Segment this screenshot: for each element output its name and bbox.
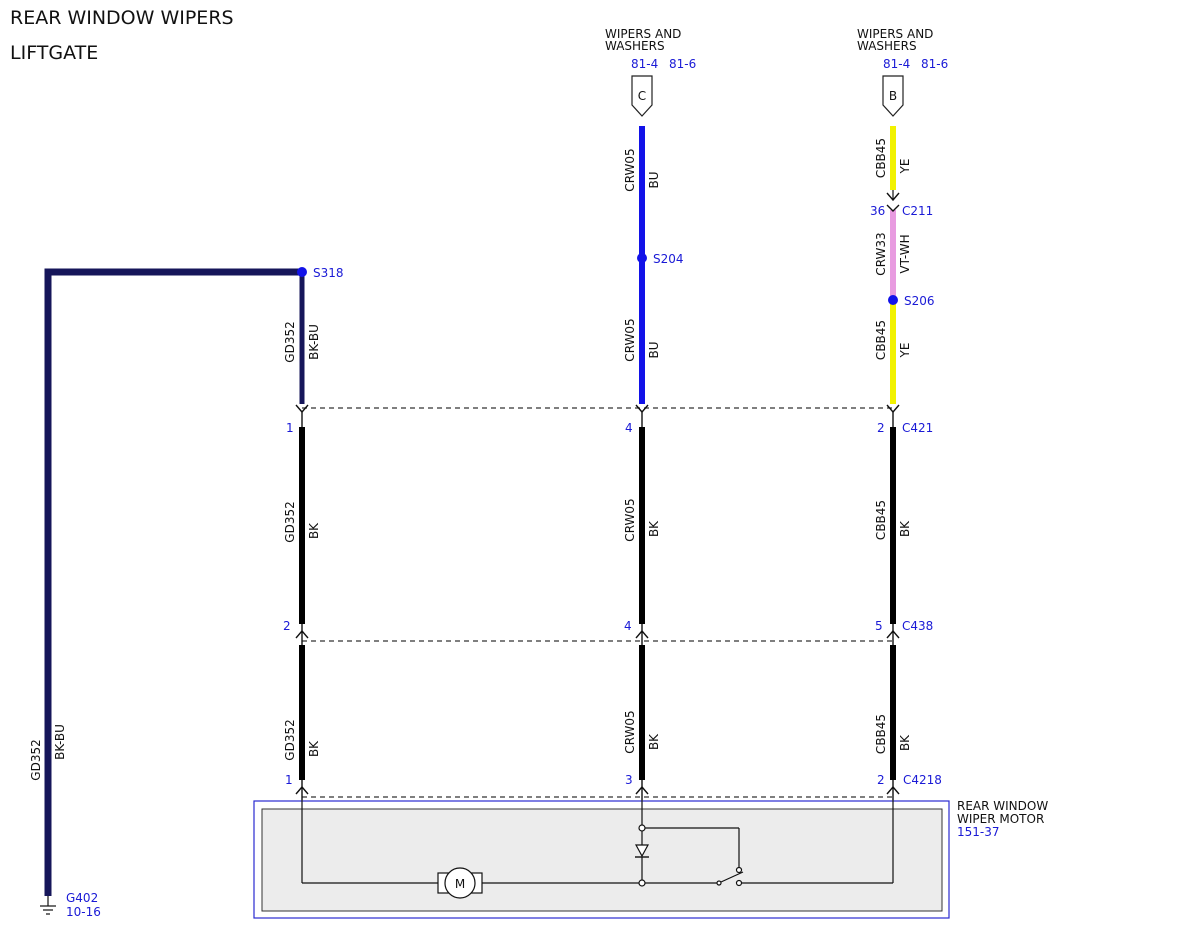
connector-c438-pins-icon xyxy=(295,624,900,645)
wire-circuit-label: CRW05 xyxy=(623,318,637,361)
c211-pin[interactable]: 36 xyxy=(870,204,885,218)
c4218-pin-3[interactable]: 3 xyxy=(625,773,633,787)
splice-s206 xyxy=(888,295,898,305)
wire-color-label: BK-BU xyxy=(307,324,321,360)
splice-s204 xyxy=(637,253,647,263)
splice-s318-label[interactable]: S318 xyxy=(313,266,344,280)
wire-circuit-label: CRW05 xyxy=(623,148,637,191)
connector-c4218-pins-icon xyxy=(295,780,900,800)
wire-color-label: BK-BU xyxy=(53,724,67,760)
ground-ref[interactable]: 10-16 xyxy=(66,905,101,919)
wire-color-label: BK xyxy=(898,734,912,751)
c438-pin-5[interactable]: 5 xyxy=(875,619,883,633)
wire-color-label: BK xyxy=(647,520,661,537)
wire-circuit-label: GD352 xyxy=(283,501,297,542)
wire-color-label: YE xyxy=(898,343,912,359)
motor-name-1: REAR WINDOW xyxy=(957,799,1048,813)
junction-dot xyxy=(638,879,646,887)
c438-pin-4[interactable]: 4 xyxy=(624,619,632,633)
motor-symbol-icon: M xyxy=(437,867,483,899)
connector-c-letter: C xyxy=(638,89,646,103)
wire-circuit-label: GD352 xyxy=(29,739,43,780)
connector-c211-chevron-icon xyxy=(886,190,900,212)
wire-color-label: VT-WH xyxy=(898,234,912,273)
park-switch-icon xyxy=(716,866,744,887)
off-page-connector-c: C xyxy=(631,75,653,117)
motor-name-2: WIPER MOTOR xyxy=(957,812,1044,826)
c421-pin-1[interactable]: 1 xyxy=(286,421,294,435)
wipers-washers-b-title-2: WASHERS xyxy=(857,39,917,53)
wire-circuit-label: CBB45 xyxy=(874,500,888,540)
wire-color-label: BK xyxy=(647,733,661,750)
splice-s318 xyxy=(297,267,307,277)
diagram-subtitle: LIFTGATE xyxy=(10,42,98,64)
wire-circuit-label: CRW05 xyxy=(623,498,637,541)
diagram-title: REAR WINDOW WIPERS xyxy=(10,7,234,29)
wire-color-label: BU xyxy=(647,341,661,358)
motor-internal-circuit xyxy=(301,800,894,884)
wire-color-label: YE xyxy=(898,159,912,175)
c421-pin-2[interactable]: 2 xyxy=(877,421,885,435)
off-page-connector-b: B xyxy=(882,75,904,117)
c4218-pin-1[interactable]: 1 xyxy=(285,773,293,787)
connector-b-letter: B xyxy=(889,89,897,103)
wipers-washers-c-ref-1[interactable]: 81-4 xyxy=(631,57,658,71)
wire-circuit-label: CBB45 xyxy=(874,714,888,754)
c421-name[interactable]: C421 xyxy=(902,421,933,435)
wire-circuit-label: CBB45 xyxy=(874,138,888,178)
wipers-washers-c-ref-2[interactable]: 81-6 xyxy=(669,57,696,71)
wire-color-label: BK xyxy=(307,522,321,539)
c438-pin-2[interactable]: 2 xyxy=(283,619,291,633)
connector-c421-pins-icon xyxy=(295,404,900,427)
wipers-washers-c-title-2: WASHERS xyxy=(605,39,665,53)
splice-s204-label[interactable]: S204 xyxy=(653,252,684,266)
wire-color-label: BU xyxy=(647,171,661,188)
motor-symbol-letter: M xyxy=(455,877,465,891)
wipers-washers-c-title-1: WIPERS AND xyxy=(605,27,681,41)
diode-icon xyxy=(634,844,650,858)
wire-circuit-label: CRW33 xyxy=(874,232,888,275)
junction-dot xyxy=(638,824,646,832)
wire-circuit-label: GD352 xyxy=(283,719,297,760)
c421-pin-4[interactable]: 4 xyxy=(625,421,633,435)
wire-color-label: BK xyxy=(307,740,321,757)
wire-circuit-label: CBB45 xyxy=(874,320,888,360)
ground-symbol-icon xyxy=(40,896,56,915)
wipers-washers-b-ref-2[interactable]: 81-6 xyxy=(921,57,948,71)
c438-name[interactable]: C438 xyxy=(902,619,933,633)
ground-name[interactable]: G402 xyxy=(66,891,98,905)
wire-circuit-label: CRW05 xyxy=(623,710,637,753)
wire-color-label: BK xyxy=(898,520,912,537)
motor-ref[interactable]: 151-37 xyxy=(957,825,1000,839)
wipers-washers-b-title-1: WIPERS AND xyxy=(857,27,933,41)
c211-name[interactable]: C211 xyxy=(902,204,933,218)
wire-circuit-label: GD352 xyxy=(283,321,297,362)
splice-s206-label[interactable]: S206 xyxy=(904,294,935,308)
c4218-pin-2[interactable]: 2 xyxy=(877,773,885,787)
wire-gd352-bk-bu-ground xyxy=(44,268,302,896)
component-wiper-motor-body xyxy=(261,808,943,912)
wipers-washers-b-ref-1[interactable]: 81-4 xyxy=(883,57,910,71)
c4218-name[interactable]: C4218 xyxy=(903,773,942,787)
